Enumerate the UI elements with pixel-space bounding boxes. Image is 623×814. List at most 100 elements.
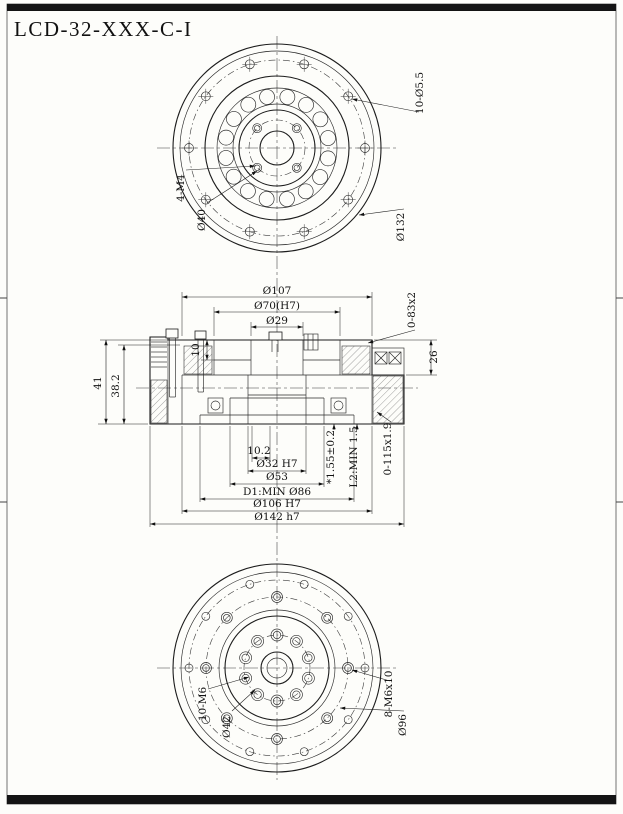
m6x10-pcd bbox=[205, 596, 349, 740]
hole bbox=[321, 712, 334, 725]
bottom-view: 10-M6 Ø42 8-M6x10 Ø96 bbox=[157, 563, 409, 773]
hatch-left-flange bbox=[150, 379, 168, 424]
top-view: 10-Ø5.5 Ø132 4-M4 Ø40 bbox=[157, 43, 426, 253]
tap-minor bbox=[241, 653, 250, 662]
ball bbox=[210, 400, 221, 411]
tap-minor bbox=[323, 614, 331, 622]
leader-oring-top bbox=[367, 329, 416, 344]
top-border-bar bbox=[7, 4, 616, 11]
hole bbox=[342, 662, 354, 674]
dim-label-10: 10 bbox=[190, 343, 202, 356]
leader-oring-bottom bbox=[376, 411, 392, 423]
hole bbox=[218, 129, 234, 146]
outer-flange-circle bbox=[172, 563, 382, 773]
hole bbox=[290, 634, 303, 648]
hole bbox=[201, 611, 211, 621]
hole bbox=[200, 662, 212, 674]
tap-minor bbox=[272, 696, 282, 706]
dim-label-top-tap-pcd: Ø40 bbox=[196, 209, 208, 231]
hole bbox=[320, 150, 336, 167]
hole bbox=[240, 183, 256, 199]
tap-minor bbox=[304, 653, 313, 662]
dim-label-bottom-outer-pcd: Ø96 bbox=[397, 714, 409, 736]
hole bbox=[245, 579, 255, 589]
tap-minor bbox=[202, 664, 210, 672]
hole bbox=[299, 747, 309, 757]
hole bbox=[320, 130, 336, 146]
dim-label-155: *1.55±0.2 bbox=[325, 430, 337, 484]
hole bbox=[270, 628, 284, 642]
hole bbox=[360, 663, 370, 673]
hatch-right-wall bbox=[341, 345, 371, 375]
hub-step-circle bbox=[218, 609, 336, 727]
dim-label-top-outer-pcd: Ø132 bbox=[395, 213, 407, 242]
bolt-head bbox=[194, 330, 207, 340]
dim-label-bottom-inner-pcd: Ø42 bbox=[221, 716, 233, 738]
bearing-pocket bbox=[371, 347, 405, 376]
m6-tap-ring bbox=[239, 628, 315, 708]
hole bbox=[225, 168, 242, 185]
tap-minor bbox=[292, 637, 301, 646]
leader-bottom-outer-pcd bbox=[339, 706, 405, 712]
tap-minor bbox=[272, 630, 282, 640]
bolt-head bbox=[165, 328, 179, 339]
dim-label-41: 41 bbox=[92, 376, 104, 389]
section-dimensions: Ø107 Ø70(H7) Ø29 41 38.2 10 26 0-83x2 0-… bbox=[92, 285, 440, 527]
hole bbox=[251, 634, 264, 648]
dim-label-l2: L2:MIN 1.5 bbox=[348, 426, 360, 487]
bearing-outer-circle bbox=[204, 75, 350, 221]
tap-minor bbox=[344, 664, 352, 672]
m6x10-tap-ring bbox=[200, 591, 354, 745]
bottom-view-geometry bbox=[157, 563, 397, 773]
dim-label-d142: Ø142 h7 bbox=[254, 511, 299, 523]
hole bbox=[291, 162, 302, 173]
hub-circle bbox=[224, 615, 330, 721]
dim-label-top-holes: 10-Ø5.5 bbox=[414, 72, 426, 114]
dim-label-382: 38.2 bbox=[110, 374, 122, 397]
m6-pcd bbox=[243, 634, 311, 702]
tap-minor bbox=[223, 614, 231, 622]
through-hole-pcd bbox=[188, 579, 366, 757]
dim-label-d106: Ø106 H7 bbox=[253, 498, 301, 510]
leader-top-outer-pcd bbox=[358, 208, 405, 216]
dim-label-top-tap-holes: 4-M4 bbox=[175, 174, 187, 202]
tap-minor bbox=[323, 714, 331, 722]
hole bbox=[298, 97, 314, 113]
dim-label-oring-bottom: 0-115x1.9 bbox=[382, 423, 394, 476]
tap-minor bbox=[292, 690, 301, 699]
race-inner-circle bbox=[232, 103, 322, 193]
hole bbox=[258, 191, 275, 207]
hole bbox=[220, 712, 233, 725]
center-pilot-circle bbox=[266, 657, 288, 679]
hole bbox=[279, 89, 296, 105]
dim-label-102: 10.2 bbox=[247, 445, 270, 457]
flange-step-circle bbox=[180, 571, 374, 765]
hole bbox=[239, 651, 252, 665]
hole bbox=[343, 715, 353, 725]
dim-label-d107: Ø107 bbox=[263, 285, 292, 297]
ball-bearing-block bbox=[330, 397, 347, 414]
race-outer-circle bbox=[216, 87, 338, 209]
hole bbox=[184, 663, 194, 673]
cross-roller bbox=[388, 351, 402, 365]
tap-minor bbox=[293, 125, 300, 132]
hole bbox=[226, 111, 242, 127]
hole bbox=[239, 671, 252, 685]
hole bbox=[343, 611, 353, 621]
cross-roller-x bbox=[374, 351, 388, 365]
ball-bearing-block bbox=[207, 397, 224, 414]
hole bbox=[259, 89, 275, 105]
m4-tap-ring bbox=[252, 123, 302, 173]
flange-step-circle bbox=[179, 50, 375, 246]
center-screw-head bbox=[268, 331, 283, 341]
section-bearings bbox=[207, 347, 405, 414]
hub-circle bbox=[238, 109, 316, 187]
top-view-annotations: 10-Ø5.5 Ø132 4-M4 Ø40 bbox=[175, 72, 426, 241]
hole bbox=[271, 591, 283, 603]
bottom-view-annotations: 10-M6 Ø42 8-M6x10 Ø96 bbox=[197, 669, 409, 738]
dim-label-d86: D1:MIN Ø86 bbox=[243, 486, 311, 498]
dim-label-d70: Ø70(H7) bbox=[254, 300, 300, 312]
